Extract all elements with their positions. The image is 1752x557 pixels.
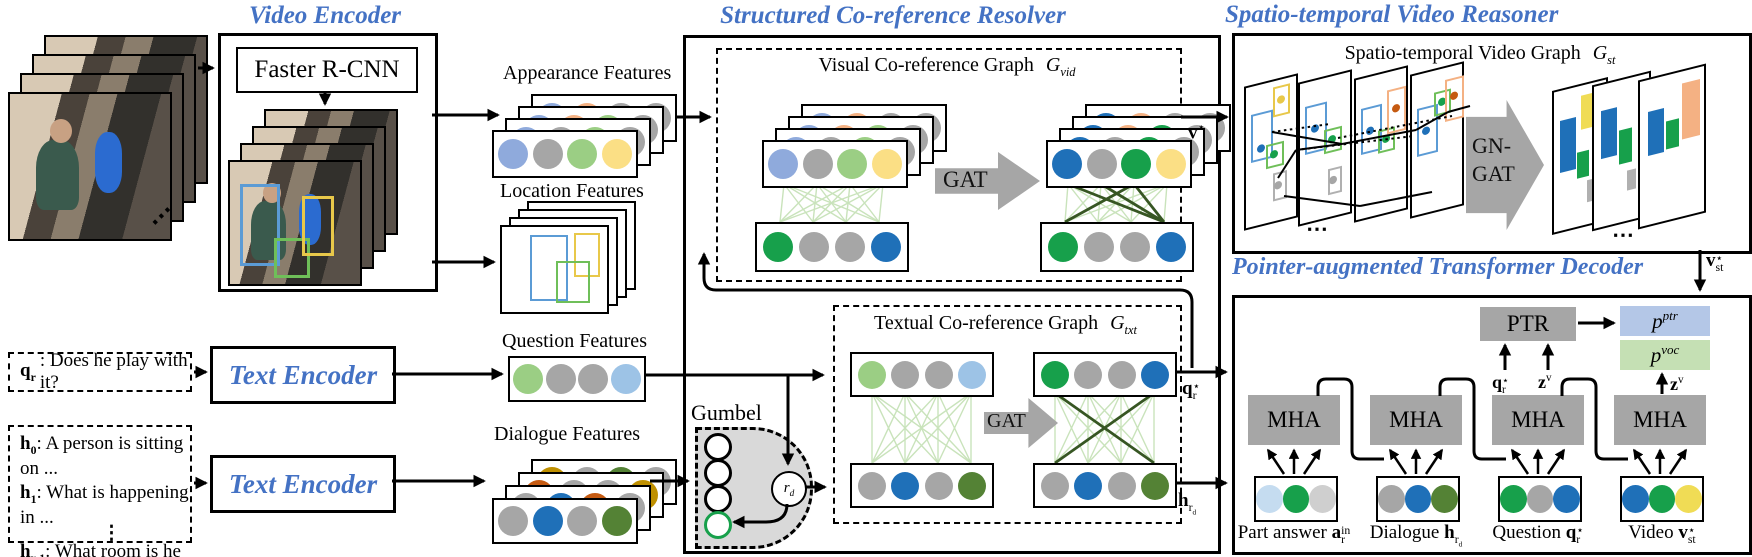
gumbel-node xyxy=(704,433,732,461)
faster-rcnn-box: Faster R-CNN xyxy=(236,47,418,93)
mha-box-1: MHA xyxy=(1248,395,1340,445)
feature-row xyxy=(1046,140,1192,188)
bounding-box-green xyxy=(274,238,310,278)
gumbel-node xyxy=(704,459,732,487)
location-rect-green xyxy=(556,261,590,303)
visual-graph-title: Visual Co-reference Graph Gvid xyxy=(818,54,1076,79)
feature-row xyxy=(492,498,638,544)
mha-box-3: MHA xyxy=(1492,395,1584,445)
person-silhouette xyxy=(35,140,79,210)
textual-left-bottom-row xyxy=(850,463,994,508)
q-star-label: q⋆r xyxy=(1182,378,1200,403)
text-encoder-box-question: Text Encoder xyxy=(210,346,396,404)
video-input-label: Video v⋆st xyxy=(1628,522,1696,547)
video-encoder-box xyxy=(218,33,438,292)
question-input-label: Question q⋆r xyxy=(1492,522,1584,547)
location-features-label: Location Features xyxy=(500,180,644,202)
gumbel-node xyxy=(704,485,732,513)
st-frame xyxy=(1410,61,1464,219)
detected-frame xyxy=(228,160,362,286)
ptr-q-label: q⋆r xyxy=(1492,372,1509,397)
st-frame xyxy=(1298,69,1352,227)
question-features-label: Question Features xyxy=(502,330,647,352)
reasoner-title: Spatio-temporal Video Reasoner xyxy=(1225,1,1559,28)
gat-arrow-visual: GAT xyxy=(935,152,1040,210)
rd-node: rd xyxy=(771,471,807,507)
question-input-box: qr : Does he play with it? xyxy=(8,350,192,393)
gn-gat-arrow: GN- GAT xyxy=(1466,100,1544,230)
text-encoder-box-dialogue: Text Encoder xyxy=(210,455,396,513)
v-star-label: v⋆ xyxy=(1188,121,1205,144)
history-line-h0: h0: A person is sitting on ... xyxy=(20,433,184,479)
v-st-label: v⋆st xyxy=(1706,250,1724,275)
location-rect-blue xyxy=(530,235,568,301)
textual-graph-title: Textual Co-reference Graph Gtxt xyxy=(874,312,1137,337)
location-rect-yellow xyxy=(574,233,600,277)
person-silhouette xyxy=(250,201,286,260)
gumbel-label: Gumbel xyxy=(691,400,762,425)
dialogue-input-label: Dialogue hrd xyxy=(1369,522,1463,549)
blue-bag xyxy=(94,131,122,193)
location-card xyxy=(500,225,609,314)
object-node-row xyxy=(755,222,909,272)
textual-right-bottom-row xyxy=(1033,463,1177,508)
st-graph-title: Spatio-temporal Video Graph Gst xyxy=(1344,42,1616,67)
st-frames-ellipsis: ⋯ xyxy=(1306,216,1331,241)
p-ptr-box: pptr xyxy=(1620,306,1710,336)
video-frame xyxy=(8,92,172,241)
decoder-box xyxy=(1232,295,1752,555)
st-output-frame xyxy=(1638,63,1706,230)
st-frame xyxy=(1354,65,1408,223)
h-rd-label: hrd xyxy=(1178,490,1197,517)
feature-row xyxy=(492,130,638,178)
question-feature-row xyxy=(508,356,646,402)
ptr-z-label: zv xyxy=(1538,372,1552,392)
voc-z-label: zv xyxy=(1670,374,1684,394)
ptr-box: PTR xyxy=(1480,307,1576,341)
person-head xyxy=(50,118,73,144)
feature-row xyxy=(762,140,908,188)
textual-right-top-row xyxy=(1033,352,1177,397)
gumbel-node-selected xyxy=(704,511,732,539)
bounding-box-yellow xyxy=(302,196,334,256)
appearance-features-label: Appearance Features xyxy=(503,62,672,84)
history-line-h1: h1: What is happening in ... xyxy=(20,481,189,528)
st-frame xyxy=(1244,73,1298,231)
history-input-box: h0: A person is sitting on ... h1: What … xyxy=(8,425,192,557)
dialogue-input-row xyxy=(1376,476,1460,522)
reasoner-box xyxy=(1232,33,1752,254)
st-output-ellipsis: ⋯ xyxy=(1612,222,1637,247)
gat-arrow-textual: GAT xyxy=(984,398,1058,448)
person-head xyxy=(262,182,281,204)
mha-box-2: MHA xyxy=(1370,395,1462,445)
bounding-box-blue xyxy=(240,184,280,266)
p-voc-box: pvoc xyxy=(1620,340,1710,370)
question-input-row xyxy=(1498,476,1582,522)
history-ellipsis: ⋮ xyxy=(102,522,121,544)
video-input-row xyxy=(1620,476,1704,522)
dialogue-features-label: Dialogue Features xyxy=(494,423,641,445)
object-node-row xyxy=(1040,222,1194,272)
video-encoder-title: Video Encoder xyxy=(248,2,402,29)
textual-left-top-row xyxy=(850,352,994,397)
answer-input-row xyxy=(1254,476,1338,522)
resolver-title: Structured Co-reference Resolver xyxy=(720,2,1066,29)
mha-box-4: MHA xyxy=(1614,395,1706,445)
resolver-box xyxy=(683,35,1221,554)
history-line-hr1: hr-1: What room is he in? ... xyxy=(20,540,181,557)
question-symbol: qr xyxy=(20,359,36,384)
question-text: : Does he play with it? xyxy=(39,350,188,393)
decoder-title: Pointer-augmented Transformer Decoder xyxy=(1232,254,1644,280)
